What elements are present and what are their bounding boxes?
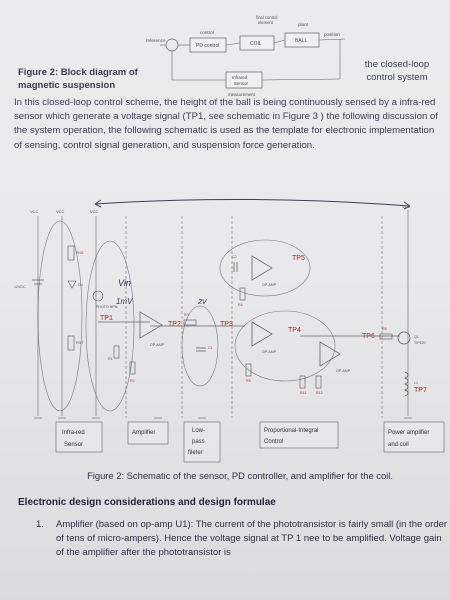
label-sensor: Sensor — [64, 442, 83, 448]
coil-text: COIL — [250, 41, 262, 47]
r2-label: R2 — [130, 379, 135, 383]
vcc-label-1: VCC — [30, 209, 39, 214]
hw-2v: 2V — [197, 299, 208, 306]
closed-loop-caption: the closed-loop control system — [364, 59, 430, 83]
tp4-label: TP4 — [288, 327, 301, 334]
vcc-label-4: VCC — [402, 204, 411, 209]
summing-junction — [165, 38, 179, 52]
tp3-label: TP3 — [220, 321, 233, 328]
pd-control-text: PD control — [196, 43, 219, 49]
r12-label: R12 — [316, 391, 323, 395]
position-label: position — [324, 32, 340, 37]
phototransistor — [92, 290, 104, 302]
sensor-text-2: Sensor — [234, 81, 248, 86]
final-control-label-1: final control — [256, 15, 277, 20]
opamp-u3 — [251, 321, 273, 347]
label-pi-2: Control — [264, 439, 283, 445]
u1-label: OP-AMP — [150, 343, 165, 347]
opamp-u1 — [139, 311, 163, 339]
label-pi-1: Proportional-Integral — [264, 428, 318, 434]
control-label: control — [200, 30, 214, 35]
u3-label: OP-AMP — [262, 350, 277, 354]
l1-label: L1 — [414, 381, 418, 385]
c1-label: C1 — [208, 346, 213, 350]
tip120-label: TIP120 — [414, 341, 426, 345]
plant-label: plant — [298, 22, 309, 27]
r3-label: R3 — [184, 313, 189, 317]
label-infrared: Infra-red — [62, 430, 85, 436]
photo-npn-label: PHOTO NPN — [96, 305, 118, 309]
label-amplifier: Amplifier — [132, 430, 155, 436]
tp2-label: TP2 — [168, 321, 181, 328]
12vdc-label: 12VDC — [14, 285, 26, 289]
hw-vin: Vin — [118, 278, 131, 288]
r15-label: R15 — [76, 250, 84, 255]
vcc-label-3: VCC — [90, 209, 99, 214]
q1-label: Q1 — [414, 335, 419, 339]
tp1-label: TP1 — [100, 315, 113, 322]
block-diagram-caption: Figure 2: Block diagram of magnetic susp… — [18, 67, 138, 91]
tp5-label: TP5 — [292, 255, 305, 262]
ball-text: BALL — [295, 38, 307, 44]
section-heading: Electronic design considerations and des… — [18, 497, 276, 508]
opamp-u4 — [319, 341, 341, 367]
list-item-text: Amplifier (based on op-amp U1): The curr… — [56, 519, 448, 558]
label-pass: pass — [192, 439, 205, 445]
handwritten-arrow — [94, 198, 411, 207]
label-power-amp: Power amplifier — [388, 430, 429, 436]
tp6-label: TP6 — [362, 333, 375, 340]
label-low: Low- — [192, 428, 205, 434]
opamp-u2 — [251, 255, 273, 281]
vcc-label-2: VCC — [56, 209, 65, 214]
led-d1 — [67, 280, 77, 289]
label-fileter: fileter — [188, 450, 203, 456]
coil-l1 — [404, 371, 409, 397]
section-box-lowpass — [183, 421, 221, 463]
section-box-sensor — [55, 421, 103, 453]
reference-label: reference — [146, 38, 166, 43]
label-and-coil: and coil — [388, 442, 409, 448]
hw-1mv: 1mV — [116, 297, 133, 306]
tp7-label: TP7 — [414, 387, 427, 394]
r5-label: R5 — [246, 379, 251, 383]
block-diagram: reference control PD control final contr… — [146, 15, 346, 97]
r4-label: R4 — [238, 303, 243, 307]
section-box-power-amp — [383, 421, 445, 453]
figure-caption: Figure 2: Schematic of the sensor, PD co… — [87, 470, 393, 481]
transistor-q1 — [397, 331, 411, 345]
u4-label: OP-AMP — [336, 369, 351, 373]
list-item-number: 1. — [36, 519, 44, 530]
measurement-label: measurement — [228, 92, 256, 97]
r11-label: R11 — [300, 391, 306, 395]
r1-label: R1 — [108, 357, 113, 361]
c2-label: C2 — [232, 255, 237, 259]
schematic-figure: VCC VCC VCC VCC R15 D1 12VDC PHOTO NPN R… — [14, 198, 445, 463]
u2-label: OP-AMP — [262, 283, 277, 287]
section-box-pi-control — [259, 421, 339, 449]
intro-paragraph: In this closed-loop control scheme, the … — [14, 97, 438, 151]
r17-label: R17 — [76, 340, 84, 345]
r8-label: R8 — [382, 327, 387, 331]
section-box-amplifier — [127, 421, 169, 445]
sensor-text-1: Infrared — [232, 75, 248, 80]
final-control-label-2: element — [258, 20, 274, 25]
